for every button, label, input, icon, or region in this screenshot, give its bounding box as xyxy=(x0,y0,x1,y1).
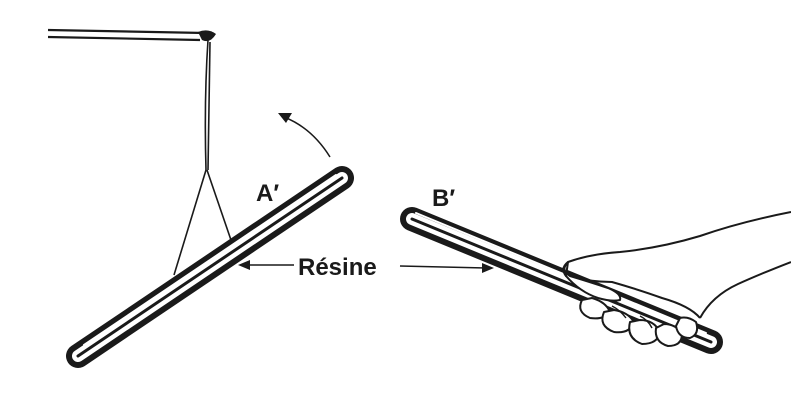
label-resine: Résine xyxy=(298,254,377,281)
rod-a-suspended xyxy=(66,166,354,368)
label-rod-b: B′ xyxy=(432,185,455,212)
suspension-thread xyxy=(173,39,233,276)
resine-leaders xyxy=(238,260,494,273)
hand xyxy=(562,211,791,347)
support-bar xyxy=(47,28,216,42)
rod-b-held xyxy=(400,207,723,354)
rotation-arrow xyxy=(278,113,331,158)
label-rod-a: A′ xyxy=(256,180,279,207)
